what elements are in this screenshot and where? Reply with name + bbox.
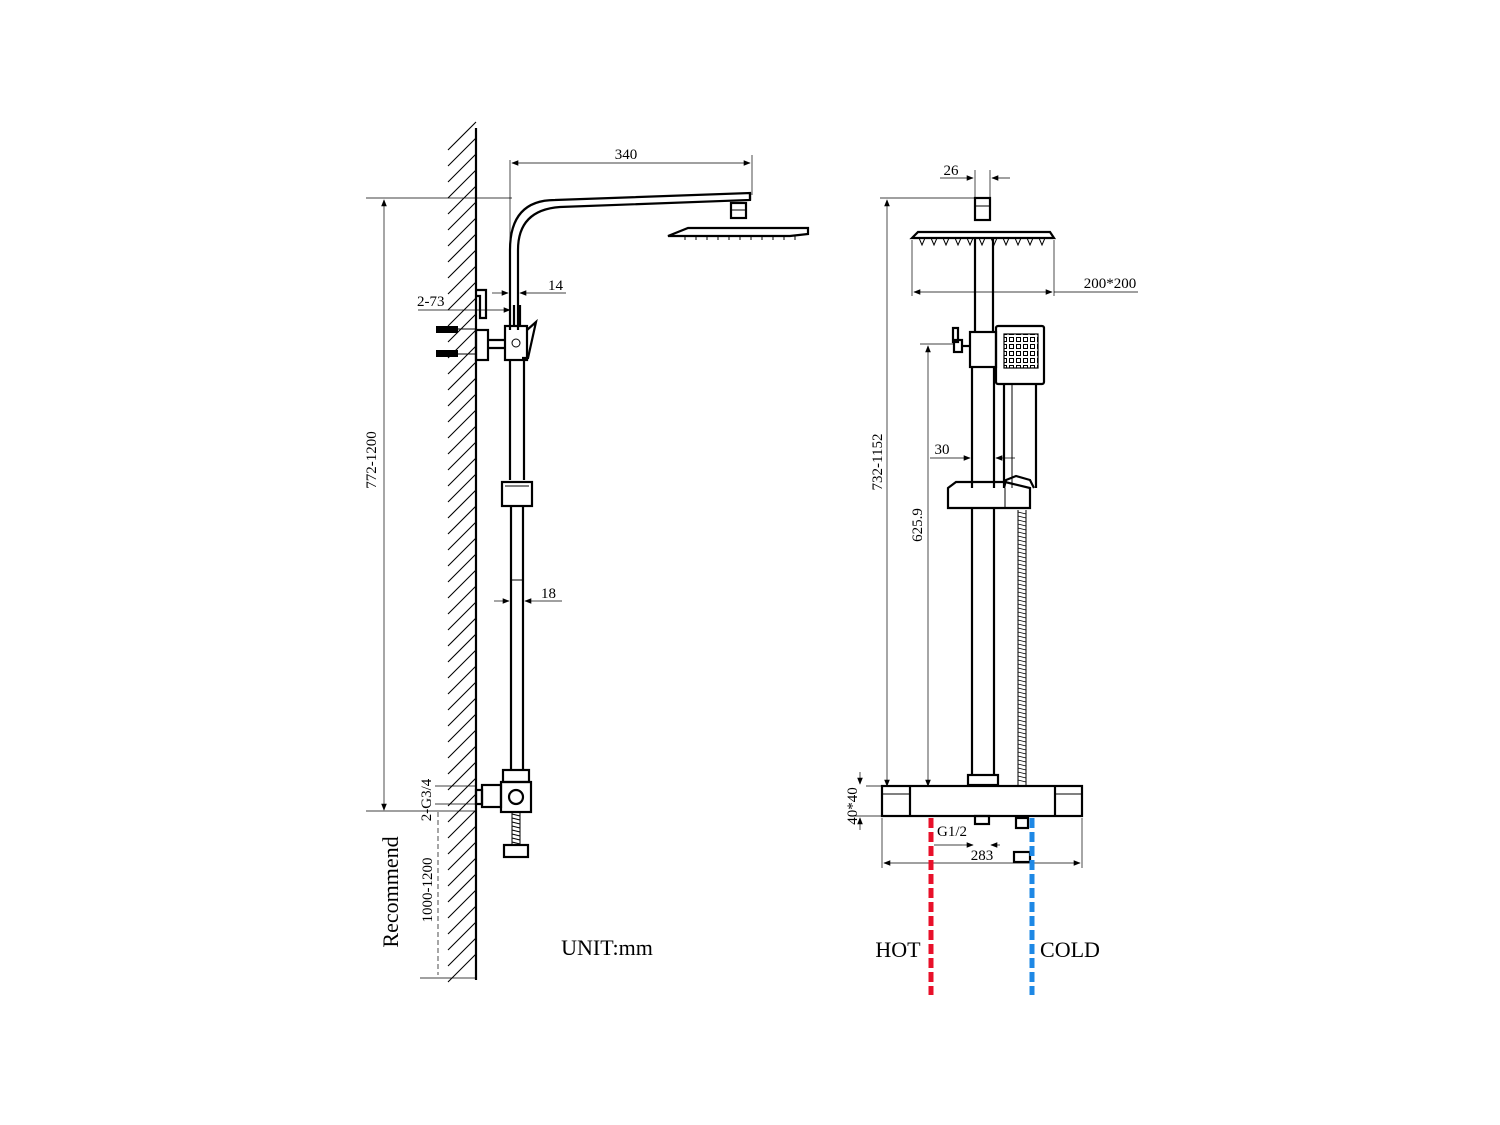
arm-length-dimension: 340: [509, 147, 753, 240]
pipe-width-dimension: 30: [930, 442, 1015, 461]
riser-front: [966, 238, 1000, 787]
wall-bracket: 2-73: [417, 288, 538, 362]
diverter-lever: [920, 326, 970, 354]
arm-width-dimension: 26: [940, 163, 1010, 200]
slide-bar: [500, 360, 534, 770]
pipe-diameter-label: 18: [541, 586, 556, 602]
recommend-range-label: 1000-1200: [420, 858, 436, 923]
bracket-height-dimension: 625.9: [910, 345, 931, 787]
front-height-label: 732-1152: [870, 434, 886, 491]
bracket-height-label: 625.9: [910, 508, 926, 542]
side-height-label: 772-1200: [364, 431, 380, 489]
arm-length-label: 340: [615, 147, 638, 163]
arm-width-label: 26: [944, 163, 960, 179]
hand-shower: [994, 324, 1046, 489]
bracket-dimension-label: 2-73: [417, 294, 445, 310]
unit-label: UNIT:mm: [561, 935, 653, 960]
valve-size-label: 40*40: [845, 787, 861, 825]
pipe-width-label: 30: [935, 442, 950, 458]
recommend-label: Recommend: [378, 836, 403, 947]
front-view: 26 200*200: [845, 163, 1138, 995]
screw-icon: [436, 326, 458, 333]
side-height-dimension: 772-1200: [364, 199, 476, 812]
valve-length-dimension: 283: [881, 818, 1083, 868]
screw-icon: [436, 350, 458, 357]
valve-size-dimension: 40*40: [845, 772, 882, 830]
shower-hose: [1012, 510, 1032, 864]
valve-length-label: 283: [971, 848, 994, 864]
inlet-thread-label: 2-G3/4: [419, 778, 435, 821]
slider-holder: [946, 480, 1032, 510]
recommend-dimension: Recommend 1000-1200: [378, 812, 476, 979]
mixer-valve-side: [474, 768, 533, 859]
rain-head-side: [667, 226, 810, 240]
wall-hatching: [447, 121, 478, 983]
head-size-label: 200*200: [1084, 276, 1137, 292]
rain-head-front: 200*200: [909, 230, 1138, 296]
hot-label: HOT: [875, 937, 921, 962]
outlet-thread-label: G1/2: [937, 824, 967, 840]
outlet-thread-dimension: G1/2: [934, 824, 1000, 848]
inlet-thread-dimension: 2-G3/4: [419, 778, 476, 821]
riser-offset-dimension: 14: [492, 278, 566, 296]
side-view: 340 14 2-73: [364, 121, 810, 983]
riser-offset-label: 14: [548, 278, 564, 294]
mixer-valve-front: [880, 784, 1084, 826]
pipe-diameter-dimension: 18: [494, 586, 562, 604]
front-height-dimension: 732-1152: [866, 199, 968, 787]
riser-pipe: [508, 191, 752, 330]
cold-label: COLD: [1040, 937, 1100, 962]
